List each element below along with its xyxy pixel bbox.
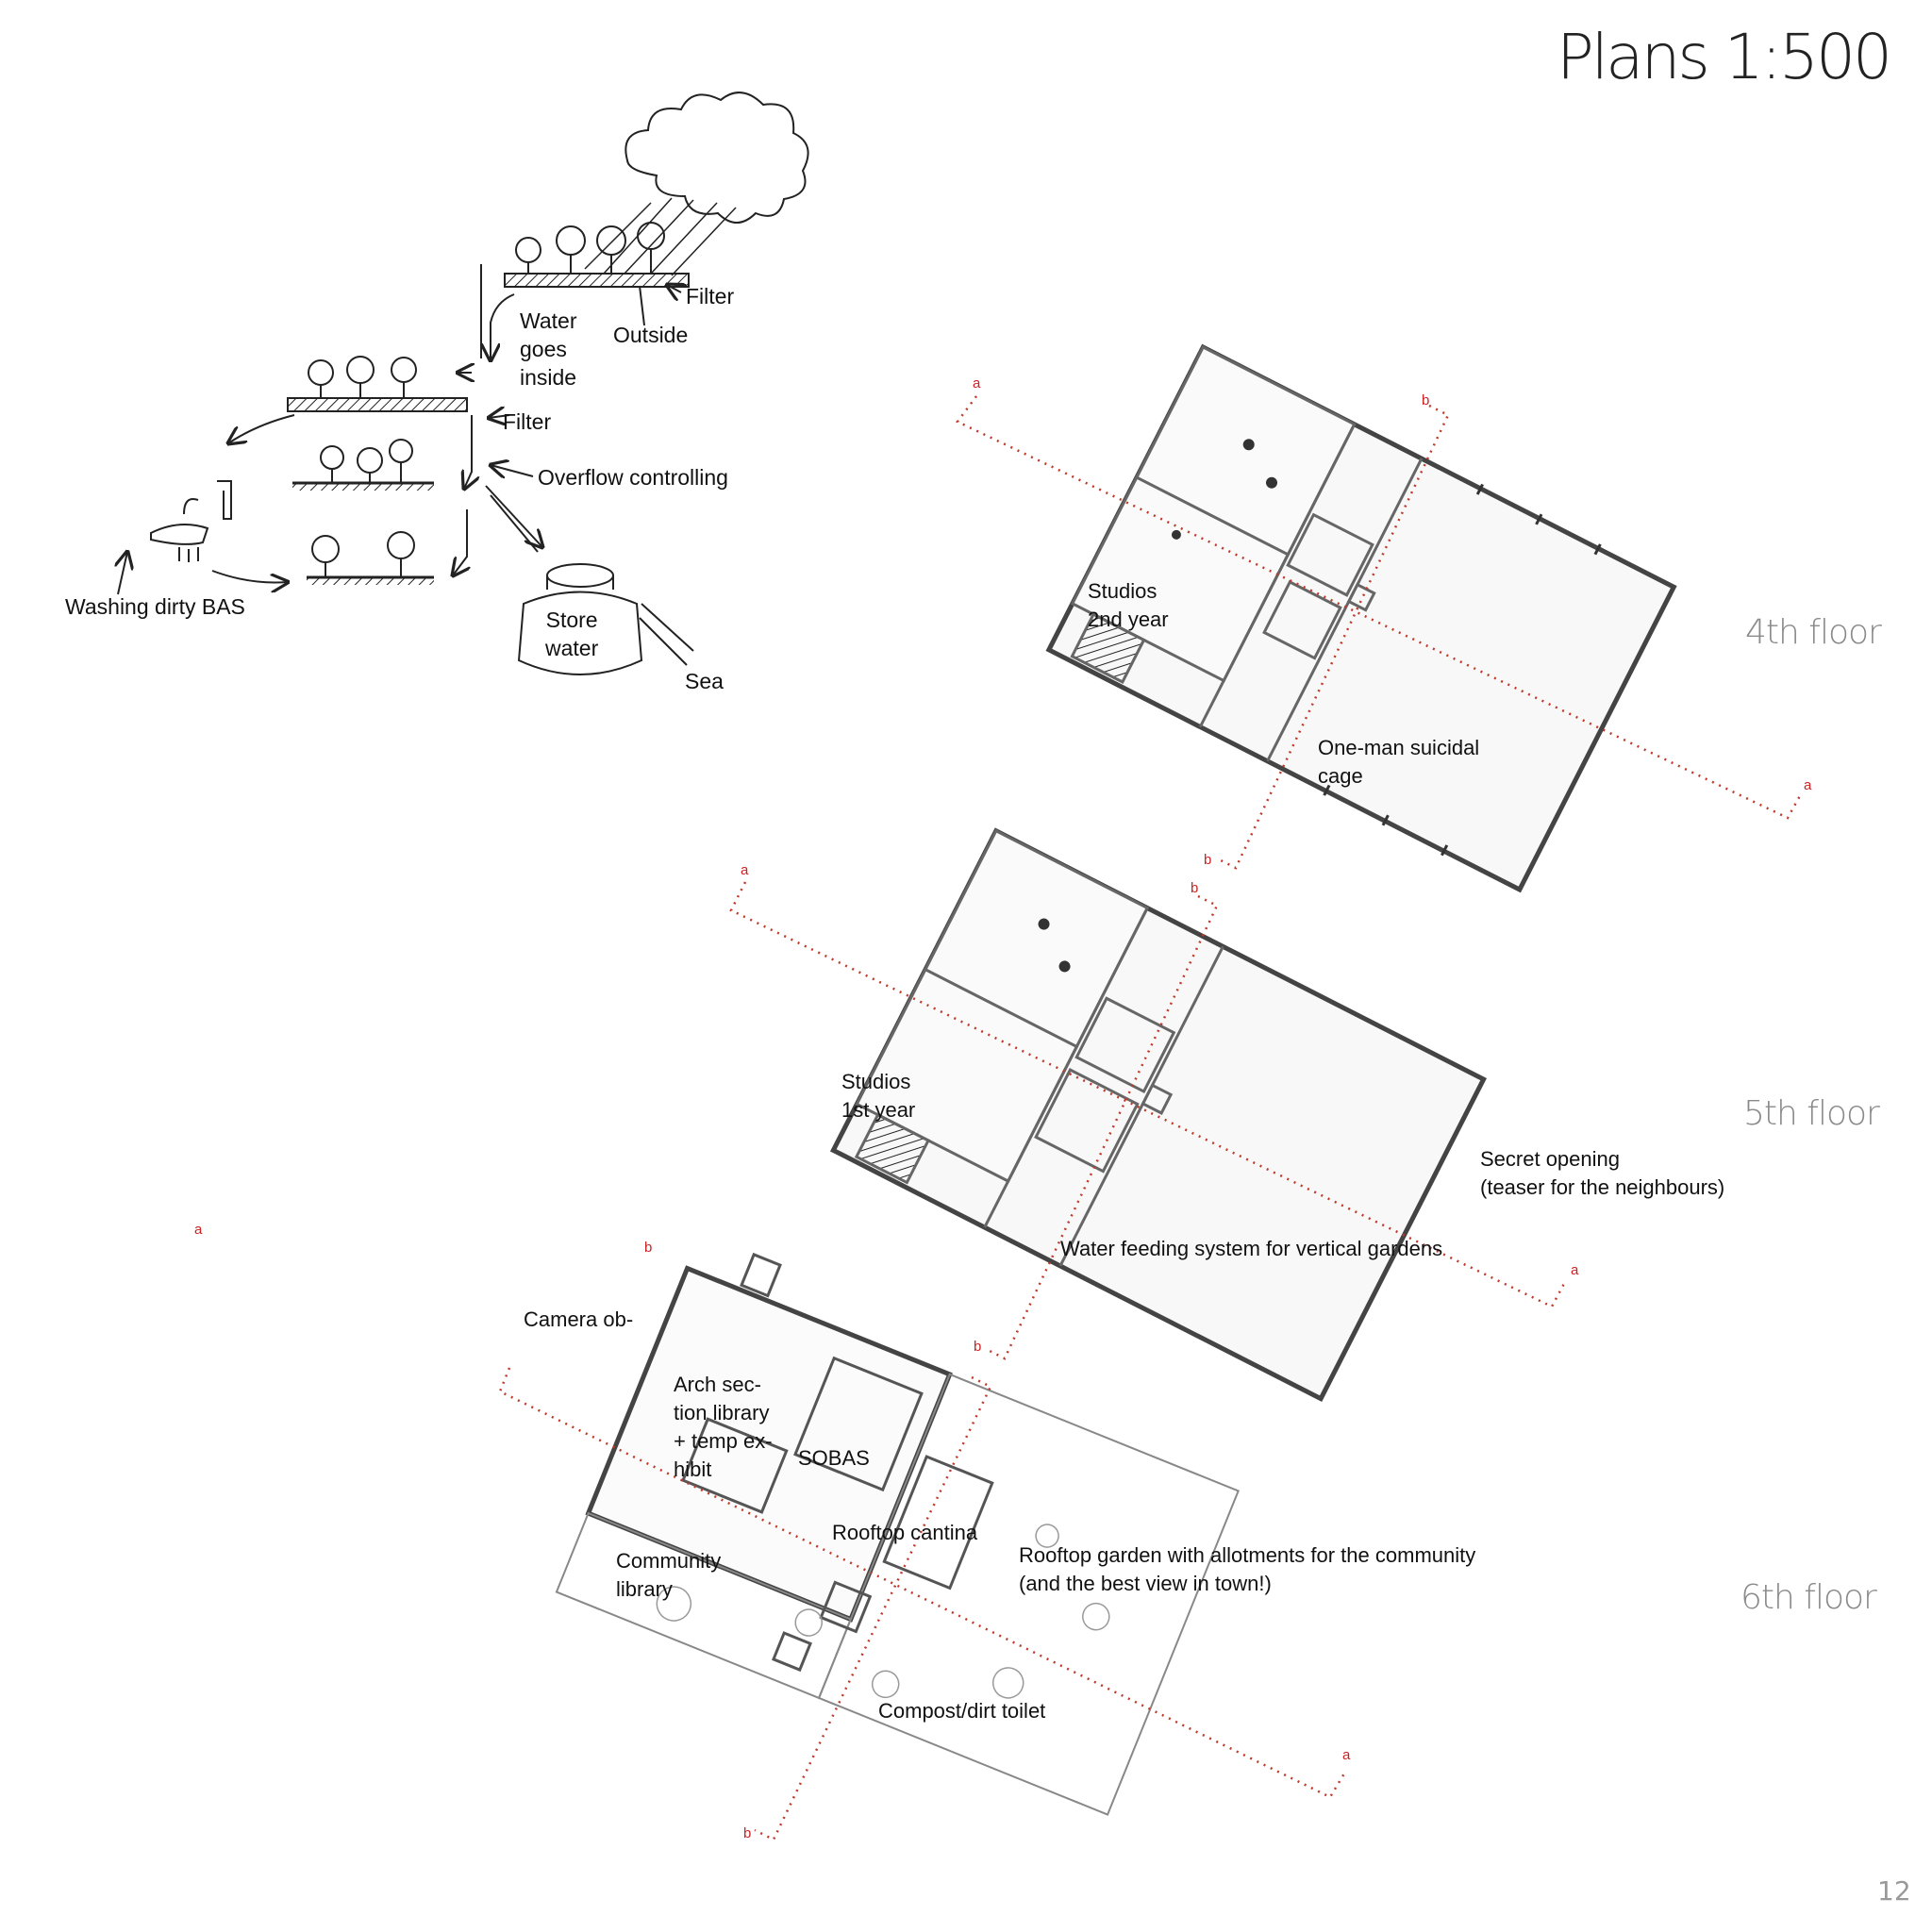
label-water-goes-inside: Water goes inside — [520, 308, 577, 390]
rain-lines — [584, 197, 737, 276]
faucet-icon — [150, 480, 232, 562]
label-sobas: SOBAS — [798, 1446, 870, 1470]
label-community-library: Community library — [616, 1549, 722, 1601]
label-rooftop-cantina: Rooftop cantina — [832, 1521, 978, 1544]
section-mark-b: b — [1204, 852, 1212, 868]
label-studios-2nd-year: Studios 2nd year — [1088, 579, 1169, 631]
plan-5th-floor — [829, 827, 1488, 1403]
trees-top — [515, 222, 665, 274]
label-studios-1st-year: Studios 1st year — [841, 1070, 916, 1122]
trees-3 — [311, 531, 415, 577]
section-mark-b: b — [1191, 880, 1199, 896]
water-cycle-sketch — [118, 92, 809, 675]
label-secret-opening: Secret opening (teaser for the neighbour… — [1480, 1147, 1725, 1199]
floor-label-4th: 4th floor — [1745, 613, 1882, 652]
label-filter-mid: Filter — [503, 409, 552, 434]
label-outside: Outside — [613, 323, 689, 347]
label-overflow-controlling: Overflow controlling — [538, 465, 728, 490]
label-camera-obscura: Camera ob- — [524, 1307, 634, 1331]
section-mark-b: b — [743, 1825, 752, 1841]
page-number: 12 — [1877, 1875, 1911, 1907]
label-rooftop-garden: Rooftop garden with allotments for the c… — [1019, 1543, 1476, 1595]
section-lines — [498, 395, 1804, 1841]
cloud-icon — [625, 92, 809, 224]
section-mark-b: b — [974, 1339, 982, 1355]
label-one-man-cage: One-man suicidal cage — [1318, 736, 1480, 788]
section-mark-b: b — [1422, 392, 1430, 408]
plan-6th-floor — [555, 1252, 1240, 1816]
label-washing-dirty-bas: Washing dirty BAS — [65, 594, 245, 619]
trees-mid — [308, 356, 417, 398]
label-arch-section-library: Arch sec- tion library + temp ex- hibit — [674, 1373, 773, 1481]
water-tank-icon — [517, 563, 694, 675]
floor-label-6th: 6th floor — [1740, 1578, 1877, 1617]
trees-2 — [320, 439, 413, 483]
section-mark-a: a — [1571, 1262, 1579, 1278]
label-compost-toilet: Compost/dirt toilet — [878, 1699, 1046, 1723]
section-mark-a: a — [973, 375, 981, 391]
label-sea: Sea — [685, 669, 724, 693]
section-mark-b: b — [644, 1240, 653, 1256]
plan-4th-floor — [1045, 343, 1677, 893]
section-mark-a: a — [1804, 777, 1812, 793]
label-store-water: Store water — [545, 608, 599, 660]
page-title: Plans 1:500 — [1557, 21, 1892, 93]
label-water-feeding-system: Water feeding system for vertical garden… — [1060, 1237, 1443, 1260]
section-mark-a: a — [194, 1222, 203, 1238]
floor-label-5th: 5th floor — [1743, 1094, 1880, 1133]
section-mark-a: a — [741, 862, 749, 878]
section-mark-a: a — [1342, 1747, 1351, 1763]
label-filter-top: Filter — [686, 284, 735, 308]
